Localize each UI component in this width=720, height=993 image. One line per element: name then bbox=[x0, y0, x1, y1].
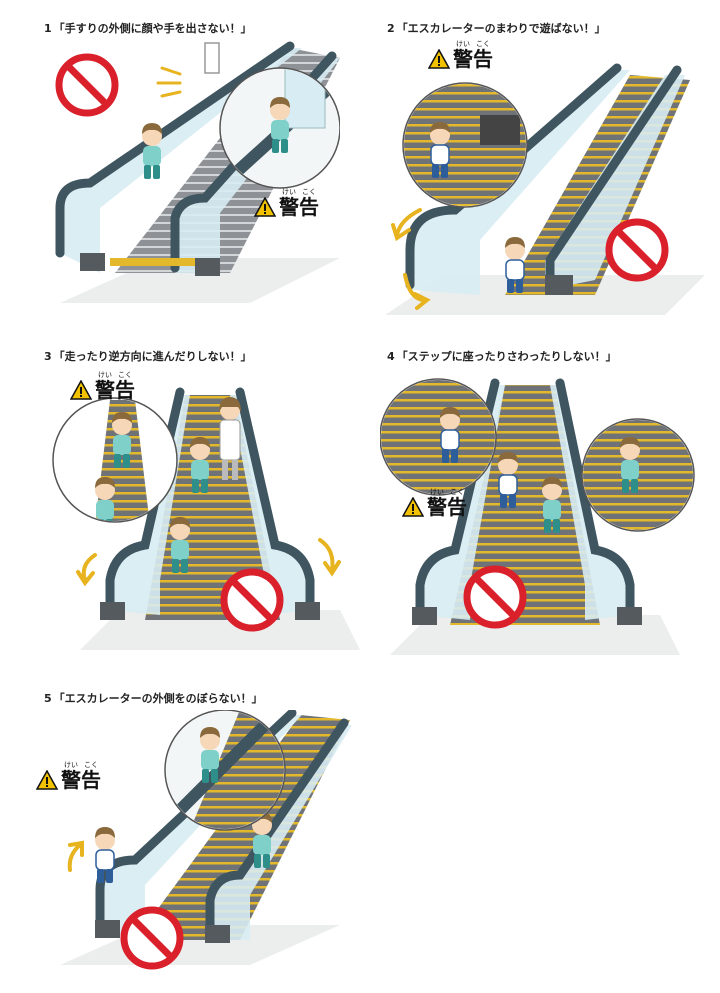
panel-number: 1 bbox=[44, 22, 52, 35]
glass-panel bbox=[545, 75, 685, 290]
ruby-text: けい bbox=[98, 371, 112, 379]
panel-number: 4 bbox=[387, 350, 395, 363]
newel-base bbox=[80, 253, 105, 271]
caption-text: 「ステップに座ったりさわったりしない！」 bbox=[396, 350, 617, 363]
motion-lines bbox=[156, 66, 182, 98]
adult-standing bbox=[219, 397, 241, 480]
ruby-text: けい bbox=[64, 761, 78, 769]
prohibited-sign-icon bbox=[59, 57, 115, 113]
glass-panel bbox=[175, 58, 340, 273]
floor-shadow bbox=[60, 258, 340, 303]
motion-arrow-icon bbox=[403, 273, 431, 310]
handrail-right bbox=[170, 51, 337, 273]
motion-arrow-icon bbox=[67, 840, 84, 872]
child-leaning bbox=[142, 123, 162, 179]
newel-base bbox=[412, 607, 437, 625]
warning-text: 警告 bbox=[95, 378, 135, 402]
handrail-left bbox=[405, 63, 622, 290]
panel-5-caption: 5「エスカレーターの外側をのぼらない！」 bbox=[44, 690, 263, 706]
prohibited-sign-icon bbox=[609, 222, 665, 278]
warning-word: けいこく 警告 bbox=[453, 40, 493, 71]
newel-base bbox=[95, 920, 120, 938]
motion-arrow-icon bbox=[391, 208, 422, 242]
ruby-text: こく bbox=[450, 488, 464, 496]
pillar bbox=[204, 42, 220, 74]
ruby-text: こく bbox=[302, 188, 316, 196]
warning-text: 警告 bbox=[427, 495, 467, 519]
panel-2-caption: 2「エスカレーターのまわりで遊ばない！」 bbox=[387, 20, 606, 36]
newel-base bbox=[617, 607, 642, 625]
warning-triangle-icon bbox=[36, 770, 58, 790]
warning-label: けいこく 警告 bbox=[402, 488, 467, 519]
warning-label: けいこく 警告 bbox=[36, 761, 101, 792]
glass-panel bbox=[60, 48, 302, 273]
handrail-right bbox=[205, 718, 349, 940]
panel-number: 2 bbox=[387, 22, 395, 35]
warning-triangle-icon bbox=[428, 49, 450, 69]
warning-word: けいこく 警告 bbox=[95, 371, 135, 402]
caption-text: 「エスカレーターの外側をのぼらない！」 bbox=[53, 692, 263, 705]
warning-text: 警告 bbox=[279, 195, 319, 219]
prohibited-sign-icon bbox=[224, 572, 280, 628]
newel-base bbox=[100, 602, 125, 620]
warning-word: けいこく 警告 bbox=[279, 188, 319, 219]
prohibited-sign-icon bbox=[467, 569, 523, 625]
panel-2-illustration bbox=[385, 63, 705, 315]
newel-base bbox=[545, 275, 573, 295]
warning-word: けいこく 警告 bbox=[61, 761, 101, 792]
panel-3-caption: 3「走ったり逆方向に進んだりしない！」 bbox=[44, 348, 252, 364]
panel-1-caption: 1「手すりの外側に顔や手を出さない！」 bbox=[44, 20, 252, 36]
comb-plate bbox=[110, 258, 195, 266]
ruby-text: けい bbox=[456, 40, 470, 48]
ruby-text: こく bbox=[476, 40, 490, 48]
warning-text: 警告 bbox=[453, 47, 493, 71]
warning-triangle-icon bbox=[402, 497, 424, 517]
handrail-left bbox=[55, 41, 295, 258]
motion-arrow-icon bbox=[318, 538, 341, 577]
caption-text: 「エスカレーターのまわりで遊ばない！」 bbox=[396, 22, 606, 35]
ruby-text: けい bbox=[430, 488, 444, 496]
motion-arrow-icon bbox=[76, 553, 97, 587]
warning-label: けいこく 警告 bbox=[428, 40, 493, 71]
glass-panel bbox=[210, 725, 352, 940]
ruby-text: こく bbox=[84, 761, 98, 769]
panel-4-illustration bbox=[380, 378, 695, 655]
glass-panel bbox=[410, 70, 630, 295]
caption-text: 「手すりの外側に顔や手を出さない！」 bbox=[53, 22, 252, 35]
ruby-text: けい bbox=[282, 188, 296, 196]
handrail-right bbox=[235, 387, 315, 610]
warning-label: けいこく 警告 bbox=[254, 188, 319, 219]
warning-triangle-icon bbox=[254, 197, 276, 217]
panel-5-illustration bbox=[60, 710, 352, 975]
panel-number: 3 bbox=[44, 350, 52, 363]
panel-1-illustration bbox=[55, 41, 340, 303]
panel-number: 5 bbox=[44, 692, 52, 705]
handrail-left bbox=[105, 387, 185, 610]
panel-4-caption: 4「ステップに座ったりさわったりしない！」 bbox=[387, 348, 617, 364]
warning-label: けいこく 警告 bbox=[70, 371, 135, 402]
handrail-left bbox=[415, 378, 500, 615]
warning-text: 警告 bbox=[61, 768, 101, 792]
newel-base bbox=[295, 602, 320, 620]
prohibited-sign-icon bbox=[124, 910, 180, 966]
ruby-text: こく bbox=[118, 371, 132, 379]
warning-word: けいこく 警告 bbox=[427, 488, 467, 519]
caption-text: 「走ったり逆方向に進んだりしない！」 bbox=[53, 350, 252, 363]
panel-3-illustration bbox=[52, 387, 360, 650]
glass-panel bbox=[100, 715, 302, 940]
handrail-right bbox=[555, 378, 635, 615]
warning-triangle-icon bbox=[70, 380, 92, 400]
newel-base bbox=[205, 925, 230, 943]
newel-base bbox=[195, 258, 220, 276]
